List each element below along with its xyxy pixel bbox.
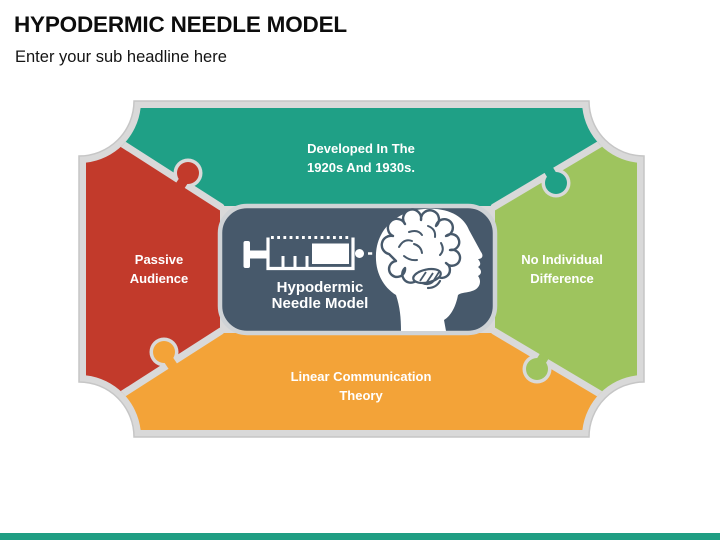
cerebellum xyxy=(412,267,442,290)
piece-top-label-line2: 1920s And 1930s. xyxy=(307,160,415,175)
piece-right-label-line2: Difference xyxy=(530,271,594,286)
piece-top xyxy=(86,108,637,206)
piece-bottom-label-line1: Linear Communication xyxy=(291,369,432,384)
puzzle-knob xyxy=(526,358,548,380)
piece-right-label-line1: No Individual xyxy=(521,252,603,267)
piece-bottom-label-line2: Theory xyxy=(339,388,383,403)
puzzle-knob xyxy=(545,172,567,194)
puzzle-knob xyxy=(177,162,199,184)
footer-accent-bar xyxy=(0,533,720,540)
piece-top-label-line1: Developed In The xyxy=(307,141,415,156)
syringe-icon xyxy=(243,236,397,271)
head-brain-icon xyxy=(375,208,483,331)
page-title: HYPODERMIC NEEDLE MODEL xyxy=(14,12,347,37)
center-title-line1: Hypodermic xyxy=(277,279,364,296)
center-title-line2: Needle Model xyxy=(272,295,369,312)
piece-left-label-line2: Audience xyxy=(130,271,189,286)
piece-left-label-line1: Passive xyxy=(135,252,183,267)
puzzle-knobs xyxy=(149,158,571,384)
puzzle-knob xyxy=(153,341,175,363)
sub-headline: Enter your sub headline here xyxy=(15,48,227,66)
brain-folds xyxy=(398,225,444,262)
